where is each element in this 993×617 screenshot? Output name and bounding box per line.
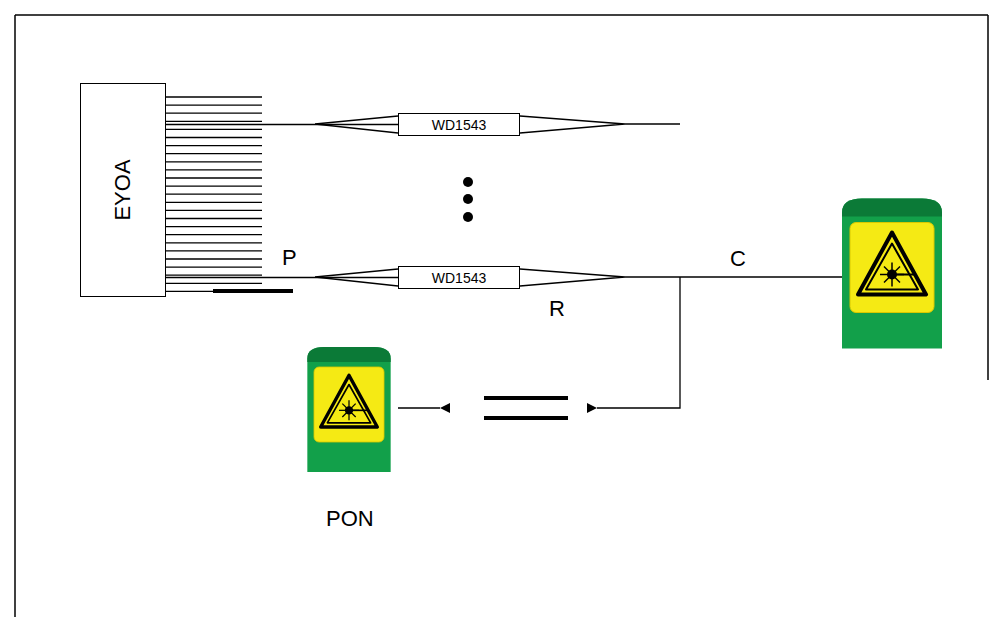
source-label: PON <box>326 508 374 530</box>
fiber-line <box>166 161 262 162</box>
pump-laser <box>307 347 390 472</box>
fiber-line <box>166 153 262 154</box>
fiber-line <box>166 226 262 227</box>
port-label: C <box>730 248 746 270</box>
fiber-line <box>166 113 262 114</box>
fiber-line <box>166 137 262 138</box>
node-text: EYOA <box>110 159 136 220</box>
frame <box>15 15 988 617</box>
fiber-line <box>166 275 262 276</box>
fiber-line <box>166 104 262 105</box>
amplifier-box: EYOA <box>80 83 166 297</box>
fiber-line <box>166 250 262 251</box>
fiber-line <box>166 145 262 146</box>
fiber-line <box>166 194 262 195</box>
port-label: P <box>282 247 297 269</box>
wdm-coupler: WD1543 <box>398 266 520 289</box>
fiber-line <box>166 96 262 97</box>
fiber-bundle <box>166 97 262 291</box>
fiber-line <box>166 210 262 211</box>
fiber-line <box>166 234 262 235</box>
fiber-line <box>166 283 262 284</box>
laser-source <box>842 199 942 349</box>
fiber-link <box>166 124 398 125</box>
fiber-line <box>166 218 262 219</box>
fiber-line <box>166 202 262 203</box>
fiber-bar <box>213 289 293 293</box>
fiber-line <box>166 258 262 259</box>
fiber-line <box>166 177 262 178</box>
node-text: WD1543 <box>432 117 486 133</box>
fiber-line <box>166 121 262 122</box>
fiber-line <box>166 242 262 243</box>
fiber-link <box>166 277 398 278</box>
fiber-line <box>166 185 262 186</box>
port-label: R <box>549 298 565 320</box>
ellipsis-dots <box>463 177 473 222</box>
fiber-line <box>166 129 262 130</box>
wdm-coupler: WD1543 <box>398 113 520 136</box>
node-text: WD1543 <box>432 270 486 286</box>
coupler-taper <box>315 116 842 408</box>
fiber-line <box>166 266 262 267</box>
fiber-line <box>166 169 262 170</box>
fiber-connector <box>440 396 597 420</box>
